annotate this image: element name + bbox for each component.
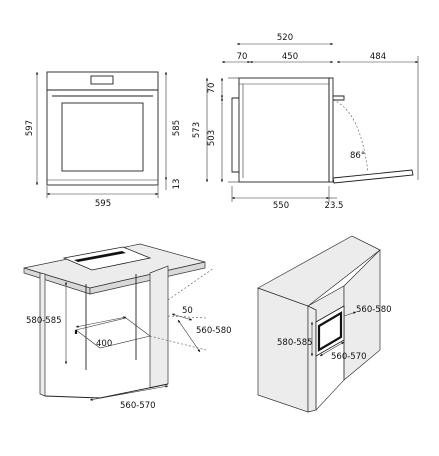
cabinet-base xyxy=(44,383,169,399)
cabinet-right-panel xyxy=(149,265,169,389)
oven-front-outline xyxy=(46,71,159,186)
oven-door-edge xyxy=(328,77,334,183)
side-open-depth-label: 484 xyxy=(370,52,386,62)
under-gap-label: 50 xyxy=(182,306,193,316)
front-bottom-gap-label: 13 xyxy=(172,179,182,190)
side-angle-label: 86° xyxy=(350,151,365,161)
column-installation: 560-580 580-585 560-570 xyxy=(257,235,392,413)
under-depth-dimension xyxy=(177,319,201,353)
under-depth-label: 560-580 xyxy=(196,326,232,336)
column-left-face xyxy=(257,287,309,413)
side-body-depth-label: 550 xyxy=(273,201,289,211)
column-depth-label: 560-580 xyxy=(356,305,392,315)
side-door-thickness-label: 23.5 xyxy=(325,201,344,211)
cabinet-left-panel xyxy=(39,272,46,397)
side-door-offset-label: 70 xyxy=(237,52,248,62)
front-view: 597 585 13 595 xyxy=(25,71,182,209)
under-width-dimension xyxy=(89,385,169,401)
under-base-depth-label: 400 xyxy=(96,339,112,349)
oven-door-glass xyxy=(61,102,144,172)
front-height-label: 597 xyxy=(25,120,35,136)
front-width-label: 595 xyxy=(95,199,111,209)
side-top-height-label: 70 xyxy=(207,83,217,94)
hob-cutout xyxy=(62,246,152,271)
under-width-label: 560-570 xyxy=(120,401,156,411)
under-counter-installation: 580-585 400 50 560-580 560-570 xyxy=(23,243,232,411)
oven-side-body xyxy=(238,77,330,183)
side-inner-height-label: 503 xyxy=(207,130,217,146)
front-inner-height-label: 585 xyxy=(172,120,182,136)
under-base-depth-dimension xyxy=(75,316,127,328)
column-depth-dimension xyxy=(343,311,357,317)
oven-display xyxy=(90,75,114,85)
column-width-label: 560-570 xyxy=(331,352,367,362)
column-height-label: 580-585 xyxy=(277,338,313,348)
under-height-label: 580-585 xyxy=(26,316,62,326)
side-top-width-label: 520 xyxy=(277,33,293,43)
under-gap-dimension xyxy=(171,313,193,321)
column-width-dimension xyxy=(319,341,345,357)
side-total-height-label: 573 xyxy=(192,122,202,138)
oven-open-door xyxy=(332,169,414,184)
side-view: 520 70 450 484 70 503 573 86° 550 xyxy=(192,33,419,211)
side-top-depth-label: 450 xyxy=(282,52,298,62)
column-front-panel xyxy=(307,305,317,413)
